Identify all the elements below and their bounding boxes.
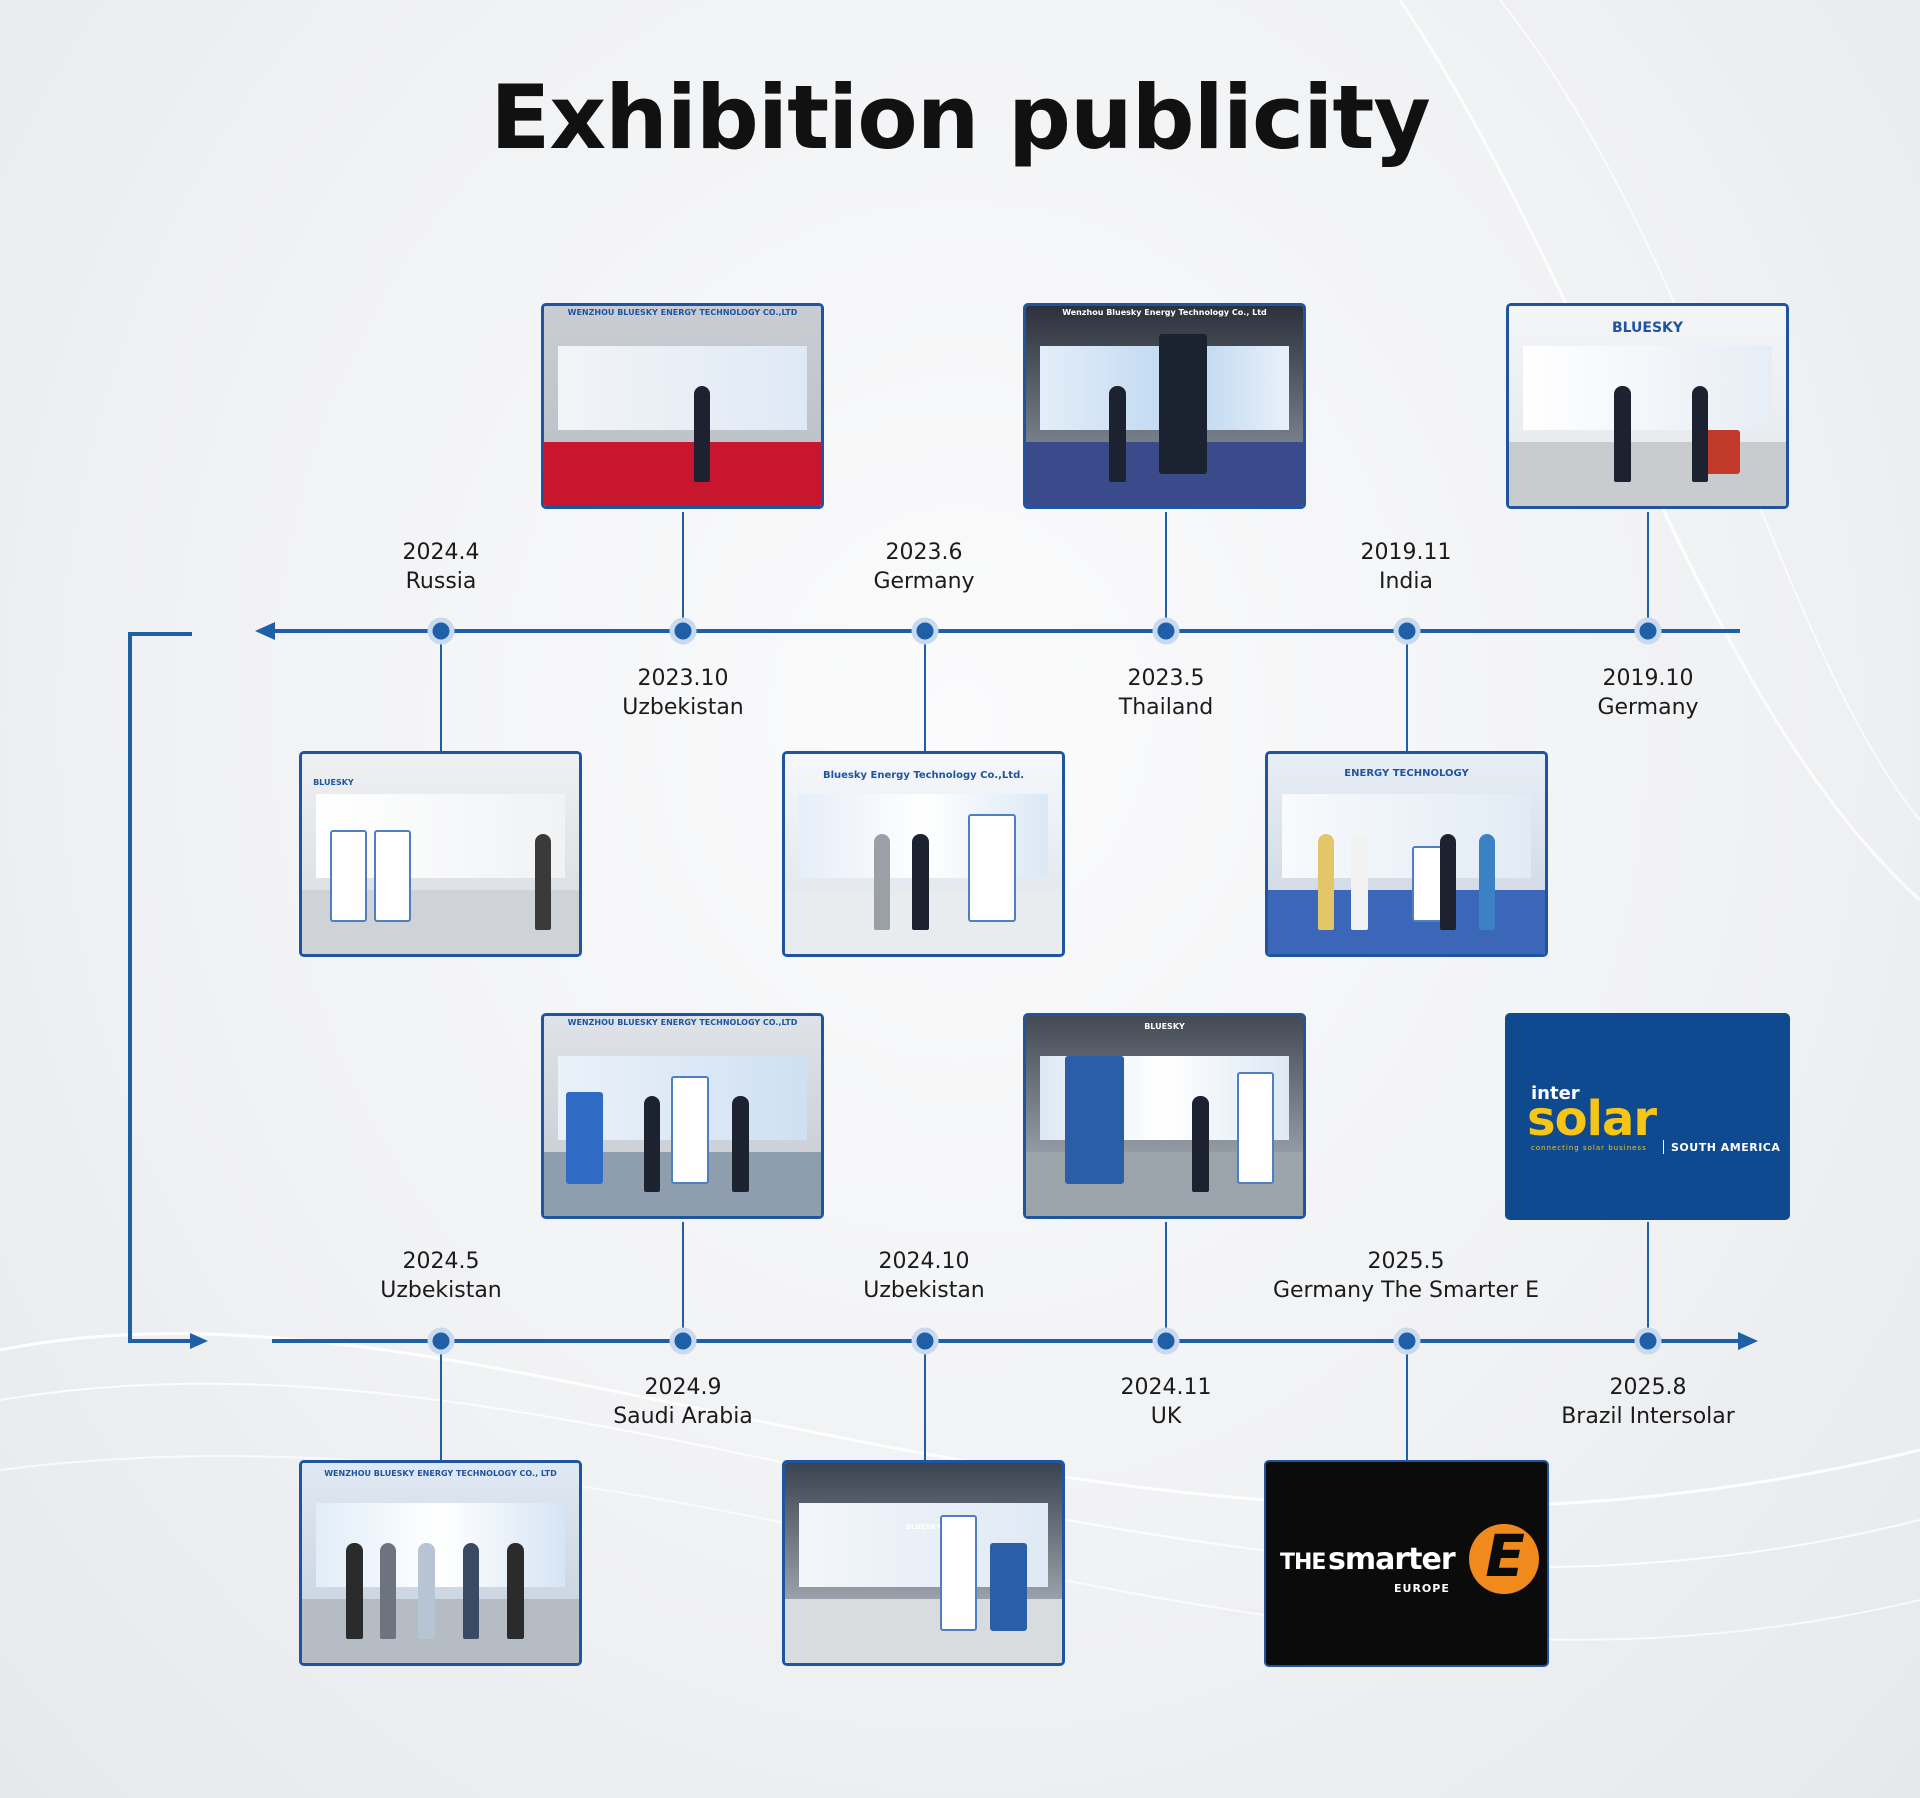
smarter-logo-the: THE	[1280, 1550, 1326, 1575]
timeline-dot	[1393, 1327, 1421, 1355]
exhibition-photo-germany-2023: Bluesky Energy Technology Co.,Ltd.	[782, 751, 1065, 957]
intersolar-logo-main: solar	[1527, 1091, 1657, 1147]
row-connector-bracket	[128, 632, 196, 1343]
exhibition-photo-uzbekistan-2024-10: BLUESKY	[782, 1460, 1065, 1666]
timeline-dot	[669, 617, 697, 645]
intersolar-logo-region: SOUTH AMERICA	[1671, 1141, 1781, 1154]
intersolar-logo-divider	[1663, 1140, 1664, 1154]
exhibition-photo-uzbekistan-2023: WENZHOU BLUESKY ENERGY TECHNOLOGY CO.,LT…	[541, 303, 824, 509]
timeline-dot	[427, 1327, 455, 1355]
event-label-germany-2023: 2023.6 Germany	[873, 540, 975, 594]
timeline-dot	[1393, 617, 1421, 645]
smarter-logo-region: EUROPE	[1394, 1582, 1450, 1595]
intersolar-logo-tagline: connecting solar business	[1531, 1144, 1647, 1152]
event-label-uk-2024: 2024.11 UK	[1120, 1375, 1212, 1429]
timeline-dot	[1634, 1327, 1662, 1355]
exhibition-photo-germany-2019: BLUESKY	[1506, 303, 1789, 509]
event-label-uzbekistan-2024-5: 2024.5 Uzbekistan	[380, 1249, 502, 1303]
event-label-germany-2019: 2019.10 Germany	[1597, 666, 1699, 720]
intersolar-logo: inter solar connecting solar business SO…	[1505, 1013, 1790, 1220]
event-label-india-2019: 2019.11 India	[1360, 540, 1452, 594]
timeline-dot	[1152, 617, 1180, 645]
the-smarter-e-logo: THE smarter E EUROPE	[1264, 1460, 1549, 1667]
exhibition-photo-thailand-2023: Wenzhou Bluesky Energy Technology Co., L…	[1023, 303, 1306, 509]
intersolar-logo-top: inter	[1531, 1083, 1580, 1104]
row-connector-arrowhead	[190, 1333, 208, 1349]
timeline-dot	[1152, 1327, 1180, 1355]
event-label-uzbekistan-2024-10: 2024.10 Uzbekistan	[863, 1249, 985, 1303]
timeline-dot	[911, 1327, 939, 1355]
timeline-dot	[911, 617, 939, 645]
exhibition-photo-uzbekistan-2024-5: WENZHOU BLUESKY ENERGY TECHNOLOGY CO., L…	[299, 1460, 582, 1666]
timeline-dot	[427, 617, 455, 645]
event-label-saudi-2024: 2024.9 Saudi Arabia	[613, 1375, 753, 1429]
smarter-logo-e-icon	[1469, 1524, 1539, 1594]
exhibition-photo-saudi-2024: WENZHOU BLUESKY ENERGY TECHNOLOGY CO.,LT…	[541, 1013, 824, 1219]
event-label-smarter-e-2025: 2025.5 Germany The Smarter E	[1272, 1249, 1540, 1303]
exhibition-photo-india-2019: ENERGY TECHNOLOGY	[1265, 751, 1548, 957]
event-label-russia-2024: 2024.4 Russia	[402, 540, 480, 594]
page-title: Exhibition publicity	[490, 66, 1431, 169]
event-label-thailand-2023: 2023.5 Thailand	[1118, 666, 1214, 720]
timeline-dot	[669, 1327, 697, 1355]
timeline-dot	[1634, 617, 1662, 645]
smarter-logo-e: E	[1485, 1522, 1525, 1590]
smarter-logo-smarter: smarter	[1328, 1542, 1456, 1577]
event-label-brazil-2025: 2025.8 Brazil Intersolar	[1561, 1375, 1735, 1429]
exhibition-photo-russia-2024: BLUESKY	[299, 751, 582, 957]
exhibition-photo-uk-2024: BLUESKY	[1023, 1013, 1306, 1219]
timeline-row2-arrowhead	[1738, 1332, 1758, 1350]
timeline-row1-arrowhead	[255, 622, 275, 640]
event-label-uzbekistan-2023: 2023.10 Uzbekistan	[622, 666, 744, 720]
